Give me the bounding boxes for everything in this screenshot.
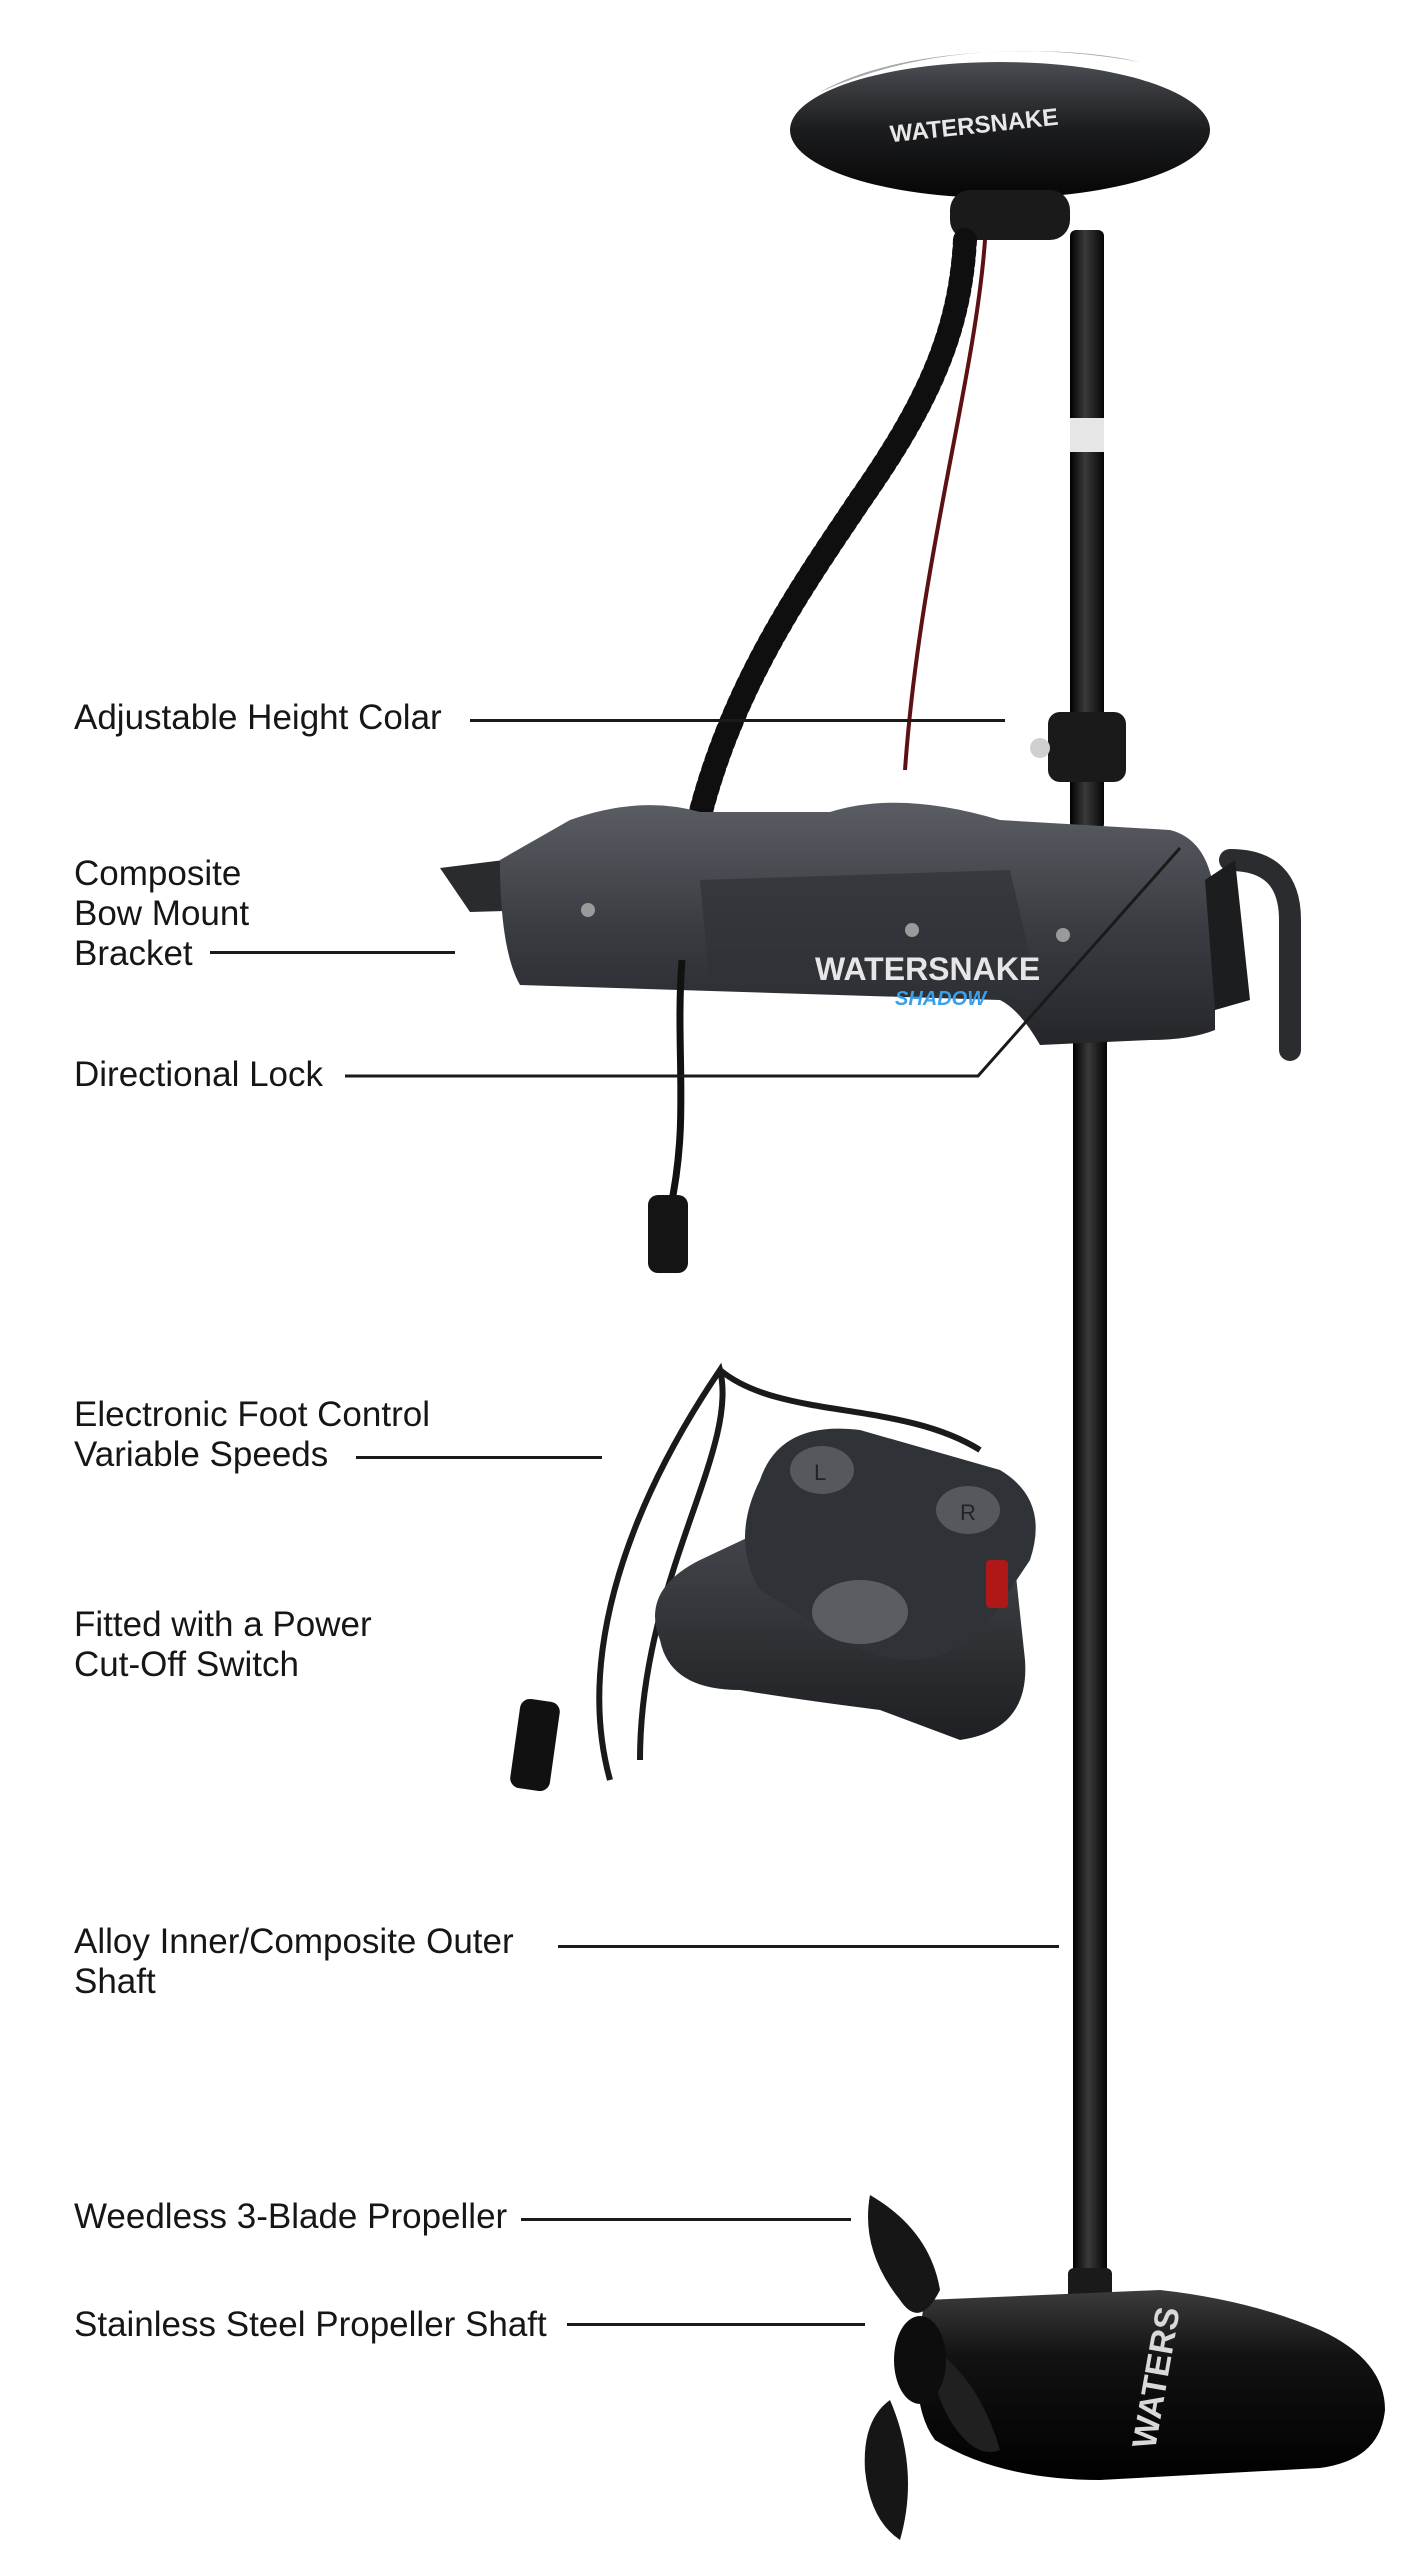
leader-line (521, 2218, 851, 2221)
callout-line: Directional Lock (74, 1055, 323, 1094)
height-collar (1048, 712, 1126, 782)
mount-model-text: SHADOW (895, 988, 988, 1010)
propeller-blade-top (868, 2195, 940, 2313)
lower-shaft (1073, 1030, 1107, 2300)
shaft-band (1070, 418, 1104, 452)
callout-composite-bow-mount-bracket: Composite Bow Mount Bracket (74, 854, 249, 974)
callout-power-cutoff-switch: Fitted with a Power Cut-Off Switch (74, 1605, 372, 1685)
callout-line: Adjustable Height Colar (74, 698, 442, 737)
callout-line: Stainless Steel Propeller Shaft (74, 2305, 547, 2344)
pedal-main-button (812, 1580, 908, 1644)
propeller-blade-bottom (864, 2400, 908, 2540)
red-wire (903, 239, 987, 771)
directional-lock-handle (1219, 849, 1301, 1061)
mount-brand-text: WATERSNAKE (815, 951, 1040, 987)
callout-adjustable-height-colar: Adjustable Height Colar (74, 698, 442, 738)
svg-text:L: L (814, 1460, 826, 1485)
callout-line: Fitted with a Power (74, 1605, 372, 1644)
callout-electronic-foot-control: Electronic Foot Control Variable Speeds (74, 1395, 430, 1475)
callout-directional-lock: Directional Lock (74, 1055, 323, 1095)
propeller-hub (894, 2316, 946, 2404)
lower-motor-unit (917, 2290, 1385, 2480)
upper-shaft (1070, 230, 1104, 830)
leader-line (356, 1456, 602, 1459)
callout-weedless-propeller: Weedless 3-Blade Propeller (74, 2197, 507, 2237)
callout-line: Composite (74, 854, 242, 893)
callout-alloy-composite-shaft: Alloy Inner/Composite Outer Shaft (74, 1922, 514, 2002)
callout-line: Bow Mount (74, 894, 250, 933)
leader-line (210, 951, 455, 954)
pedal-right-button (936, 1486, 1000, 1534)
head-neck (950, 190, 1070, 240)
svg-text:R: R (960, 1500, 976, 1525)
callout-line: Alloy Inner/Composite Outer (74, 1922, 514, 1961)
callout-line: Weedless 3-Blade Propeller (74, 2197, 508, 2236)
callout-line: Electronic Foot Control (74, 1395, 430, 1434)
lead-plug (648, 1195, 688, 1273)
propeller-blade-side (930, 2345, 1000, 2452)
callout-line: Cut-Off Switch (74, 1645, 299, 1684)
leader-line (558, 1945, 1059, 1948)
lead-cable (666, 959, 686, 1211)
power-cutoff-switch (986, 1560, 1008, 1608)
head-body (790, 62, 1210, 198)
callout-line: Bracket (74, 934, 193, 973)
callout-line: Variable Speeds (74, 1435, 329, 1474)
leader-line (567, 2323, 865, 2326)
coiled-cable (678, 228, 977, 872)
pedal-plug (510, 1698, 560, 1792)
leader-line (470, 719, 1005, 722)
callout-line: Shaft (74, 1962, 156, 2001)
pedal-left-button (790, 1446, 854, 1494)
callout-stainless-steel-shaft: Stainless Steel Propeller Shaft (74, 2305, 547, 2345)
